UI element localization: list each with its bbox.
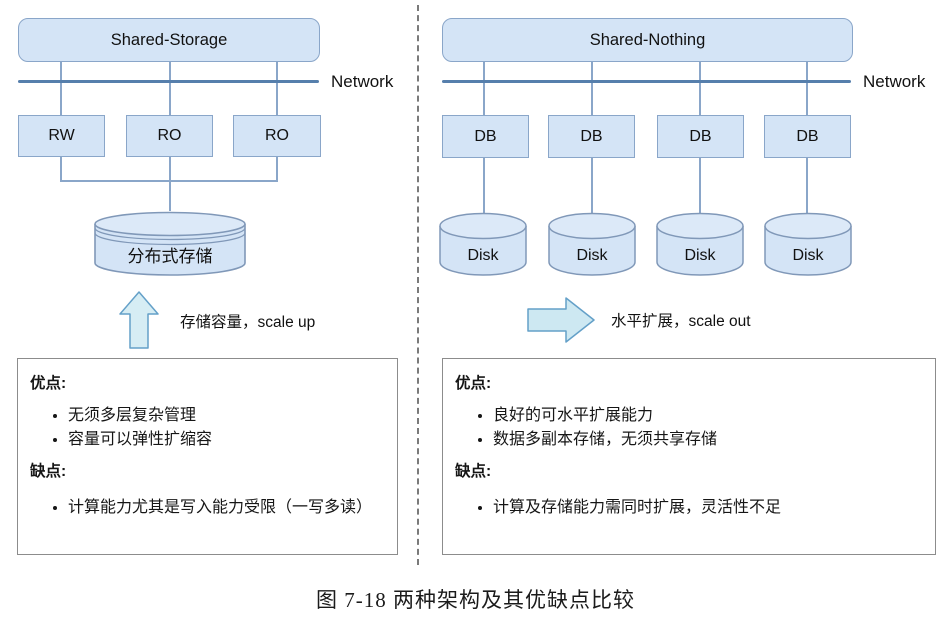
connector-line bbox=[169, 181, 171, 211]
shared-storage-pros-cons-panel: 优点: 无须多层复杂管理 容量可以弹性扩缩容 缺点: 计算能力尤其是写入能力受限… bbox=[17, 358, 398, 555]
node-box-ro: RO bbox=[126, 115, 213, 157]
connector-line bbox=[276, 62, 278, 115]
disk-label: Disk bbox=[684, 247, 716, 264]
node-box-db: DB bbox=[442, 115, 529, 158]
network-label: Network bbox=[331, 72, 394, 91]
figure-caption: 图 7-18 两种架构及其优缺点比较 bbox=[316, 588, 635, 612]
connector-line bbox=[806, 62, 808, 115]
pros-item: 无须多层复杂管理 bbox=[68, 405, 383, 427]
distributed-storage-cylinder: 分布式存储 bbox=[94, 211, 246, 276]
connector-line bbox=[699, 158, 701, 214]
connector-line bbox=[483, 62, 485, 115]
pros-item: 良好的可水平扩展能力 bbox=[493, 405, 921, 427]
cons-item: 计算能力尤其是写入能力受限（一写多读） bbox=[68, 497, 383, 519]
connector-line bbox=[60, 180, 278, 182]
scale-out-arrow-icon bbox=[527, 297, 595, 343]
cons-list: 计算能力尤其是写入能力受限（一写多读） bbox=[30, 497, 383, 519]
connector-line bbox=[276, 157, 278, 181]
disk-label: Disk bbox=[467, 247, 499, 264]
disk-cylinder: Disk bbox=[439, 212, 527, 276]
network-bus-line bbox=[442, 80, 851, 83]
disk-label: Disk bbox=[792, 247, 824, 264]
shared-nothing-header-box: Shared-Nothing bbox=[442, 18, 853, 62]
connector-line bbox=[60, 157, 62, 181]
cons-list: 计算及存储能力需同时扩展，灵活性不足 bbox=[455, 497, 921, 519]
node-box-ro: RO bbox=[233, 115, 321, 157]
cons-heading: 缺点: bbox=[30, 463, 67, 480]
scale-up-caption: 存储容量，scale up bbox=[180, 314, 316, 331]
shared-storage-header-box: Shared-Storage bbox=[18, 18, 320, 62]
connector-line bbox=[591, 62, 593, 115]
scale-out-caption: 水平扩展，scale out bbox=[611, 313, 751, 330]
pros-list: 良好的可水平扩展能力 数据多副本存储，无须共享存储 bbox=[455, 405, 921, 451]
pros-list: 无须多层复杂管理 容量可以弹性扩缩容 bbox=[30, 405, 383, 451]
connector-line bbox=[169, 157, 171, 181]
disk-cylinder: Disk bbox=[548, 212, 636, 276]
distributed-storage-label: 分布式存储 bbox=[128, 247, 213, 266]
shared-nothing-pros-cons-panel: 优点: 良好的可水平扩展能力 数据多副本存储，无须共享存储 缺点: 计算及存储能… bbox=[442, 358, 936, 555]
disk-cylinder: Disk bbox=[764, 212, 852, 276]
cons-heading: 缺点: bbox=[455, 463, 492, 480]
connector-line bbox=[169, 62, 171, 115]
pros-item: 容量可以弹性扩缩容 bbox=[68, 429, 383, 451]
disk-label: Disk bbox=[576, 247, 608, 264]
scale-up-arrow-icon bbox=[119, 291, 159, 349]
vertical-dashed-divider bbox=[417, 5, 419, 565]
pros-item: 数据多副本存储，无须共享存储 bbox=[493, 429, 921, 451]
connector-line bbox=[806, 158, 808, 214]
connector-line bbox=[60, 62, 62, 115]
node-box-db: DB bbox=[764, 115, 851, 158]
connector-line bbox=[483, 158, 485, 214]
node-box-rw: RW bbox=[18, 115, 105, 157]
connector-line bbox=[591, 158, 593, 214]
node-box-db: DB bbox=[548, 115, 635, 158]
pros-heading: 优点: bbox=[455, 375, 492, 392]
node-box-db: DB bbox=[657, 115, 744, 158]
network-label: Network bbox=[863, 72, 926, 91]
disk-cylinder: Disk bbox=[656, 212, 744, 276]
network-bus-line bbox=[18, 80, 319, 83]
cons-item: 计算及存储能力需同时扩展，灵活性不足 bbox=[493, 497, 921, 519]
pros-heading: 优点: bbox=[30, 375, 67, 392]
connector-line bbox=[699, 62, 701, 115]
